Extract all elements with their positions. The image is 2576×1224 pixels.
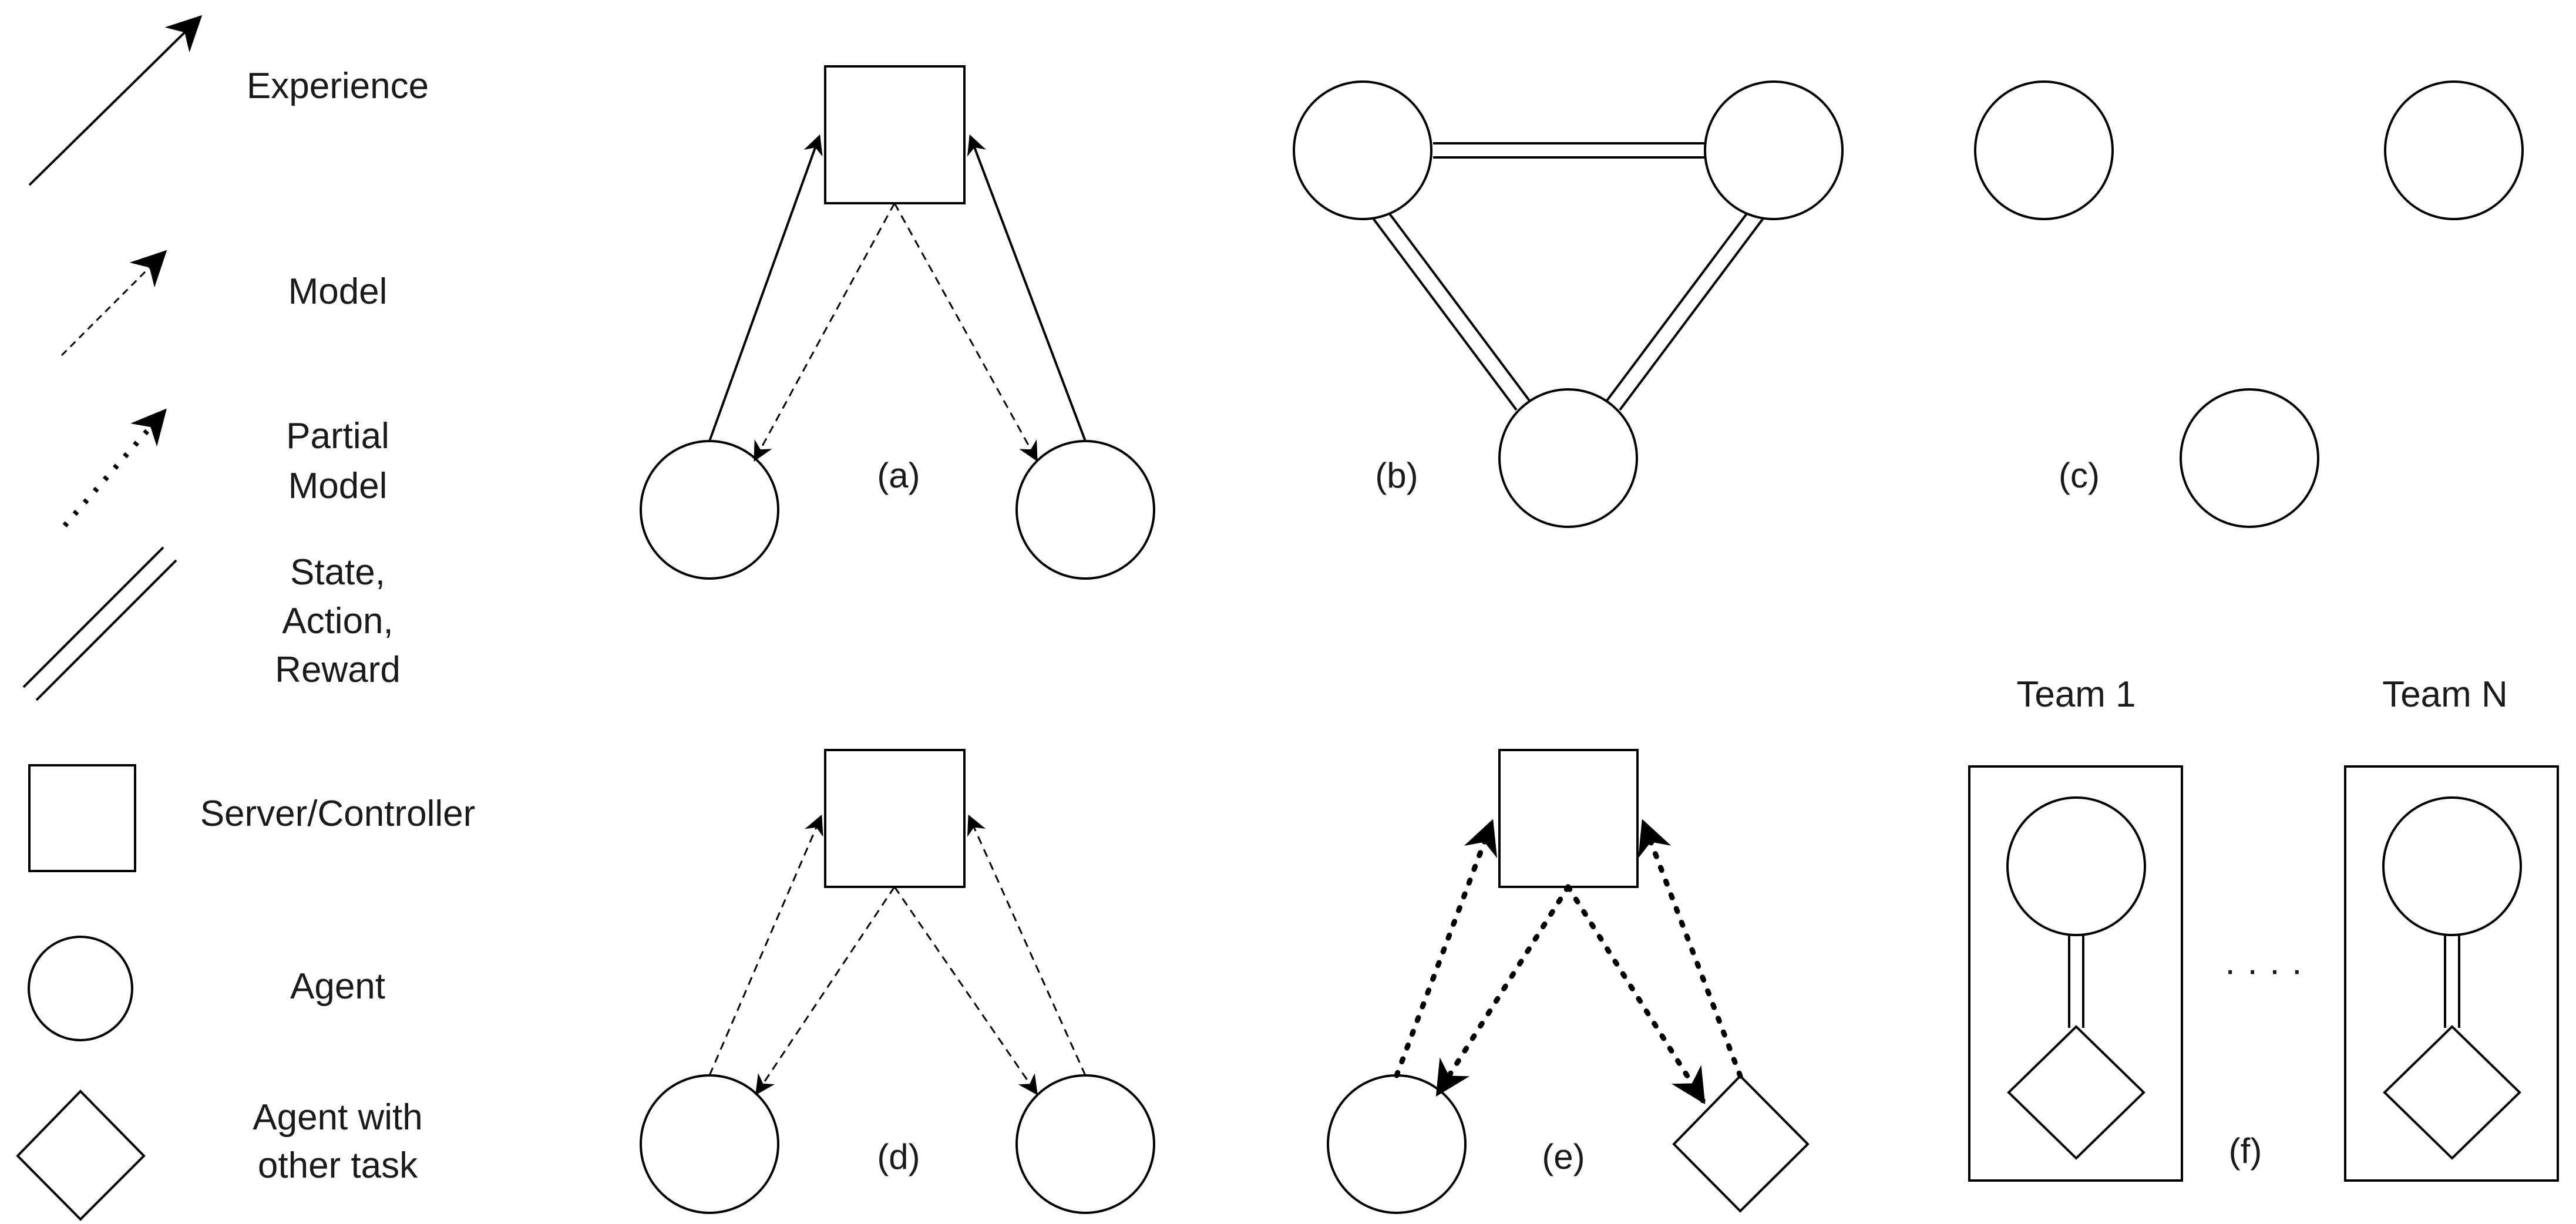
caption-a: (a)	[877, 456, 920, 495]
agent-circle-left	[640, 1074, 779, 1214]
agent-circle-top-left	[1974, 80, 2114, 220]
partial-model-arrow-left-up	[1394, 819, 1498, 1078]
state-action-reward-line-right	[1606, 206, 1766, 411]
agent-circle-left	[640, 440, 779, 580]
legend-state-label-3: Reward	[275, 650, 401, 690]
teams-ellipsis: · · · ·	[2224, 950, 2303, 990]
team-n-label: Team N	[2382, 674, 2508, 715]
state-action-reward-line-left	[1370, 206, 1531, 411]
legend-agent-label: Agent	[290, 966, 385, 1007]
state-action-reward-line-top	[1433, 142, 1704, 159]
panel-a: (a)	[640, 65, 1155, 580]
legend-agent-other-task-label-2: other task	[258, 1145, 418, 1186]
caption-d: (d)	[877, 1137, 920, 1176]
legend-model-label: Model	[288, 271, 388, 312]
agent-other-task-diamond	[2383, 1025, 2521, 1160]
partial-model-arrow-right-down	[1565, 884, 1706, 1105]
legend-server-square	[28, 764, 136, 872]
state-action-reward-line	[2068, 935, 2084, 1028]
experience-arrow-left	[708, 134, 823, 442]
model-arrow-right	[893, 203, 1038, 462]
agent-circle-bottom	[2180, 388, 2319, 528]
agent-circle-bottom	[1498, 388, 1638, 528]
panel-c: (c)	[1974, 80, 2524, 528]
partial-model-arrow-right-up	[1638, 819, 1743, 1079]
model-arrow-left-up	[708, 814, 823, 1076]
legend-state-label: State,	[290, 552, 385, 593]
server-square	[824, 65, 966, 204]
caption-b: (b)	[1375, 456, 1418, 495]
panel-e: (e)	[1327, 749, 1810, 1214]
legend-agent-other-task-diamond	[16, 1090, 146, 1221]
caption-f: (f)	[2229, 1131, 2262, 1171]
legend-model-arrow	[60, 250, 167, 357]
legend-experience-label: Experience	[247, 66, 429, 106]
partial-model-arrow-left-down	[1435, 884, 1571, 1097]
legend-state-action-reward-line	[22, 546, 177, 701]
panel-b: (b)	[1293, 80, 1844, 528]
agent-circle-right	[1015, 1074, 1155, 1214]
agent-circle-right	[1015, 440, 1155, 580]
panel-d: (d)	[640, 749, 1155, 1214]
model-arrow-left	[754, 203, 896, 462]
agent-circle-top-left	[1293, 80, 1432, 220]
legend-state-label-2: Action,	[282, 601, 394, 641]
experience-arrow-right	[967, 134, 1087, 442]
legend-agent-circle	[28, 936, 133, 1041]
legend-partial-model-label: Partial	[286, 416, 389, 456]
panel-f: Team 1 Team N · · · · (f)	[1968, 674, 2559, 1182]
legend-agent-other-task-label: Agent with	[253, 1097, 423, 1138]
legend-server-label: Server/Controller	[200, 793, 476, 834]
agent-circle	[2006, 796, 2146, 936]
agent-other-task-diamond	[1672, 1074, 1810, 1213]
team-1-box	[1968, 765, 2183, 1182]
team-n-box	[2344, 765, 2559, 1182]
legend: Experience Model Partial Model State, Ac…	[16, 15, 476, 1221]
caption-e: (e)	[1542, 1137, 1585, 1176]
agent-circle	[1327, 1074, 1467, 1214]
team-1-label: Team 1	[2016, 674, 2136, 715]
agent-circle-top-right	[1704, 80, 1844, 220]
legend-partial-model-arrow	[62, 408, 167, 527]
model-arrow-right-up	[967, 814, 1087, 1076]
server-square	[824, 749, 966, 888]
agent-circle	[2382, 796, 2522, 936]
server-square	[1498, 749, 1639, 888]
legend-partial-model-label-2: Model	[288, 466, 388, 506]
agent-circle-top-right	[2384, 80, 2524, 220]
agent-other-task-diamond	[2007, 1025, 2145, 1160]
caption-c: (c)	[2059, 456, 2100, 495]
state-action-reward-line	[2444, 935, 2460, 1028]
legend-experience-arrow	[28, 15, 203, 186]
